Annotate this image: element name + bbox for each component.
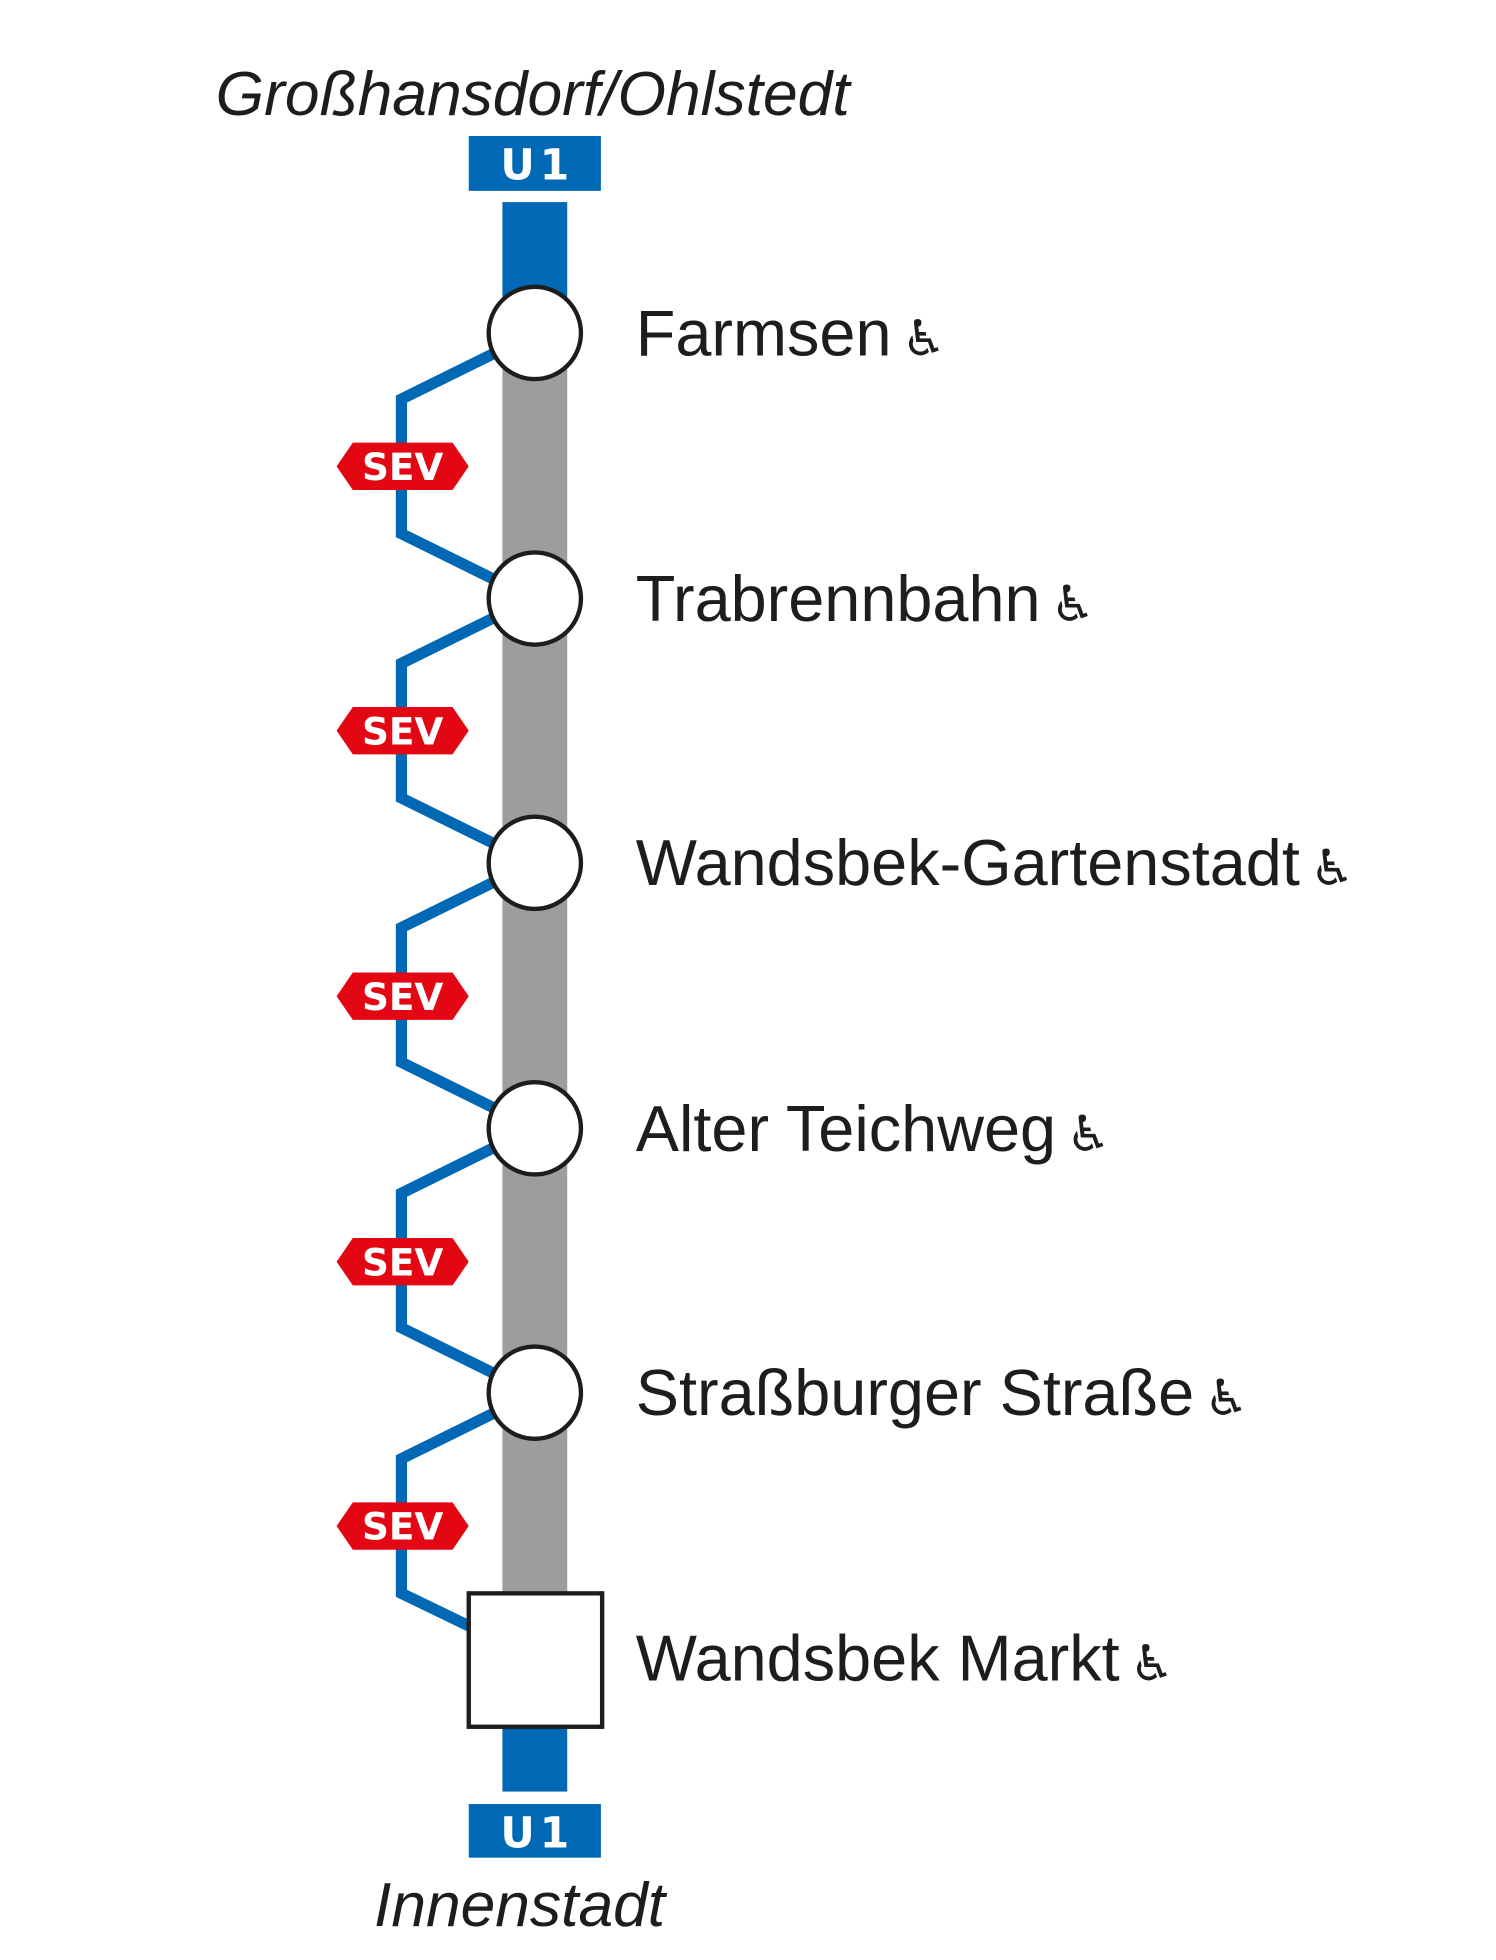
- station-label-trabrennbahn: Trabrennbahn♿: [636, 562, 1095, 635]
- station-marker: [486, 814, 584, 912]
- svg-text:SEV: SEV: [362, 975, 443, 1019]
- sev-badge: SEV: [336, 972, 469, 1020]
- north-destination: Großhansdorf/Ohlstedt: [216, 60, 853, 129]
- svg-text:U1: U1: [500, 141, 574, 190]
- svg-text:SEV: SEV: [362, 445, 443, 489]
- station-marker: [486, 1344, 584, 1441]
- wheelchair-icon: ♿: [1130, 1635, 1175, 1693]
- sev-badge: SEV: [336, 1502, 469, 1550]
- sev-badge: SEV: [336, 1238, 469, 1286]
- wheelchair-icon: ♿: [1204, 1369, 1249, 1427]
- wheelchair-icon: ♿: [1051, 575, 1096, 633]
- u1-badge-bottom: U1: [468, 1804, 601, 1858]
- south-destination: Innenstadt: [374, 1871, 668, 1940]
- wheelchair-icon: ♿: [901, 309, 946, 367]
- station-label-alter-teichweg: Alter Teichweg♿: [636, 1092, 1111, 1165]
- station-marker: [486, 1080, 584, 1177]
- svg-text:SEV: SEV: [362, 1505, 443, 1549]
- station-marker: [486, 284, 584, 382]
- svg-text:SEV: SEV: [362, 709, 443, 753]
- active-line-bottom: [502, 1725, 568, 1792]
- station-label-wandsbek-markt: Wandsbek Markt♿: [636, 1622, 1175, 1695]
- wheelchair-icon: ♿: [1066, 1105, 1111, 1163]
- sev-badge: SEV: [336, 706, 469, 755]
- sev-badge: SEV: [336, 442, 469, 491]
- station-label-farmsen: Farmsen♿: [636, 296, 946, 369]
- station-label-strassburger-strasse: Straßburger Straße♿: [636, 1356, 1249, 1429]
- u1-badge-top: U1: [468, 136, 601, 191]
- wheelchair-icon: ♿: [1310, 839, 1355, 897]
- station-label-wandsbek-gartenstadt: Wandsbek-Gartenstadt♿: [636, 826, 1355, 899]
- svg-text:SEV: SEV: [362, 1240, 443, 1284]
- station-marker: [486, 550, 584, 647]
- svg-text:U1: U1: [500, 1809, 574, 1858]
- interchange-station-marker: [466, 1591, 605, 1729]
